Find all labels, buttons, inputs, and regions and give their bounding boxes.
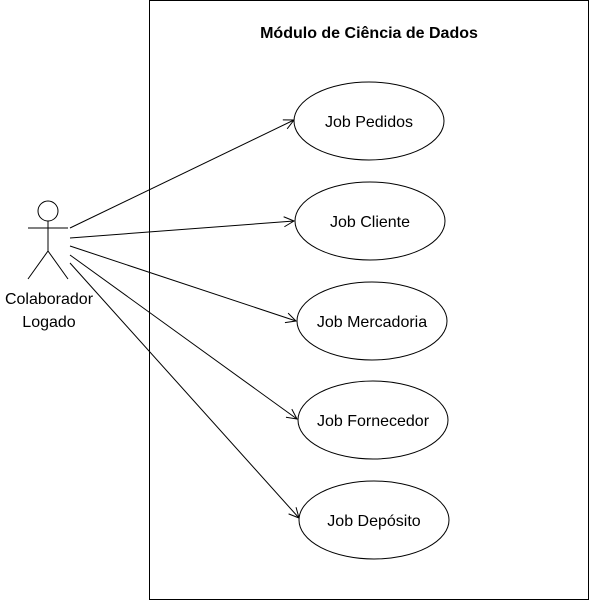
use-case-job-deposito[interactable]: Job Depósito [298,480,450,560]
actor-name-line1: Colaborador [5,291,94,308]
use-case-label: Job Pedidos [325,114,413,131]
use-case-ellipse [296,281,448,361]
use-case-ellipse [298,480,450,560]
actor-head [37,200,59,222]
use-case-job-pedidos[interactable]: Job Pedidos [293,81,445,161]
use-case-job-fornecedor[interactable]: Job Fornecedor [297,380,449,460]
use-case-ellipse [293,81,445,161]
use-case-ellipse [297,380,449,460]
association-job-cliente[interactable] [69,221,294,239]
association-job-mercadoria[interactable] [69,245,296,321]
use-case-label: Job Depósito [327,513,420,530]
actor-left-leg [27,250,49,280]
association-job-fornecedor[interactable] [69,254,297,419]
actor-colaborador-logado[interactable]: Colaborador Logado [5,200,94,331]
system-title: Módulo de Ciência de Dados [260,25,478,42]
use-case-label: Job Fornecedor [317,413,430,430]
actor-right-leg [47,250,69,280]
association-job-deposito[interactable] [69,262,299,518]
use-case-label: Job Mercadoria [317,314,427,331]
use-case-ellipse [294,181,446,261]
use-case-job-cliente[interactable]: Job Cliente [294,181,446,261]
association-job-pedidos[interactable] [69,120,294,229]
use-case-job-mercadoria[interactable]: Job Mercadoria [296,281,448,361]
use-case-label: Job Cliente [330,214,410,231]
actor-name-line2: Logado [22,314,75,331]
associations [69,120,299,518]
